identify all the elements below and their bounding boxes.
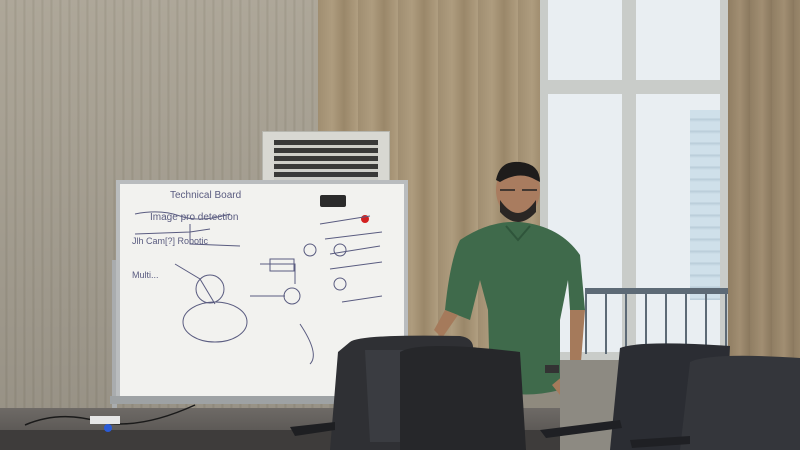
board-line-3: Multi... xyxy=(132,270,159,280)
whiteboard-drawings xyxy=(134,211,383,365)
presenter xyxy=(434,161,585,450)
window-frame-center xyxy=(622,0,636,370)
board-heading: Technical Board xyxy=(170,190,242,201)
balcony-railing xyxy=(585,288,730,294)
office-chair-center xyxy=(290,335,526,450)
magnet-icon xyxy=(361,215,369,223)
window-frame-right xyxy=(720,0,730,370)
board-line-2: Jlh Cam[?] Robotic xyxy=(132,236,209,246)
eraser-icon xyxy=(320,195,346,207)
air-conditioner-vents xyxy=(274,140,378,182)
office-chairs-right xyxy=(540,343,800,450)
board-line-1: Image pro detection xyxy=(150,212,239,223)
whiteboard-tray xyxy=(110,396,412,404)
window-frame-left xyxy=(538,0,548,370)
whiteboard-stand xyxy=(112,260,117,410)
cables xyxy=(24,404,196,432)
